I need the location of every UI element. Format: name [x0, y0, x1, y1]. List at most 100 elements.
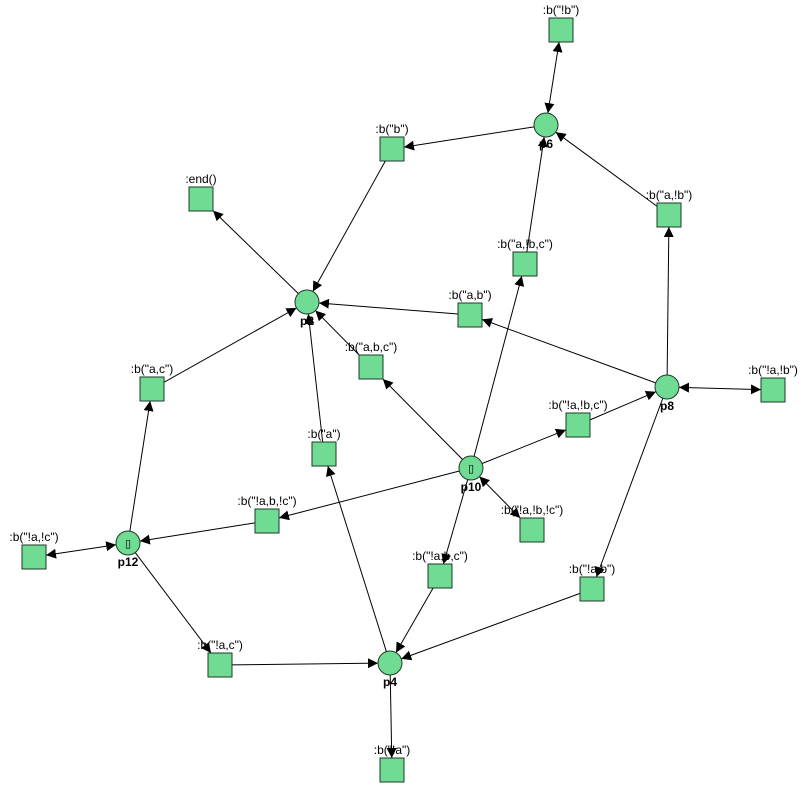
transition-box[interactable]: [512, 251, 538, 277]
transition-t_a_notb[interactable]: :b("a,!b"): [646, 188, 693, 228]
transition-box[interactable]: [565, 412, 591, 438]
place-p8[interactable]: p8: [654, 374, 680, 413]
arc-t_b-p2: [312, 160, 386, 292]
arc-layer: [45, 41, 762, 759]
transition-t_nota_b_c[interactable]: :b("!a,b,c"): [412, 549, 468, 589]
transition-label: :b("!a,b,c"): [412, 549, 468, 563]
transition-t_nota_notb_notc[interactable]: :b("!a,!b,!c"): [501, 503, 564, 543]
arc-t_nota_notb_c-p8: [589, 391, 657, 421]
transition-t_a_b_c[interactable]: :b("a,b,c"): [345, 340, 398, 380]
transition-box[interactable]: [760, 377, 786, 403]
transition-box[interactable]: [457, 302, 483, 328]
arc-t_nota_b_notc-p12: [139, 522, 256, 545]
transition-label: :b("a,c"): [131, 362, 174, 376]
arc-t_a_notb-p6: [555, 131, 658, 207]
place-p10[interactable]: ▯ p10: [458, 455, 484, 494]
transition-box[interactable]: [379, 136, 405, 162]
arc-p12-t_a_c: [129, 400, 154, 532]
arc-p8-t_nota_notb: [678, 382, 762, 395]
place-circle[interactable]: [458, 455, 484, 481]
transition-label: :b("!a,b,!c"): [237, 494, 296, 508]
arc-p6-t_b: [403, 126, 535, 151]
arc-p8-t_nota_b: [595, 398, 664, 578]
place-circle[interactable]: [654, 374, 680, 400]
place-label: p8: [660, 399, 674, 413]
place-circle[interactable]: [294, 289, 320, 315]
transition-box[interactable]: [188, 186, 214, 212]
arc-p10-t_nota_b_c: [441, 479, 469, 565]
transition-label: :b("!b"): [543, 3, 580, 17]
transition-box[interactable]: [427, 563, 453, 589]
arc-p12-t_nota_c: [134, 552, 212, 654]
place-p4[interactable]: p4: [377, 650, 403, 689]
transition-t_nota_c[interactable]: :b("!a,c"): [197, 638, 243, 678]
transition-label: :b("a,b,c"): [345, 340, 398, 354]
transition-t_nota_notb[interactable]: :b("!a,!b"): [748, 363, 798, 403]
node-layer: :b("!b") :b("b") :end() :b("a,!b") :b("a,!b,…: [9, 3, 798, 783]
place-circle[interactable]: [115, 530, 141, 556]
transition-box[interactable]: [358, 354, 384, 380]
arc-t_a_notb_c-p6: [526, 136, 548, 253]
transition-t_a_b[interactable]: :b("a,b"): [448, 288, 492, 328]
transition-label: :b("a,b"): [448, 288, 491, 302]
transition-t_nota[interactable]: :b("!a"): [374, 743, 411, 783]
transition-box[interactable]: [207, 652, 233, 678]
transition-t_nota_notb_c[interactable]: :b("!a,!b,c"): [548, 398, 608, 438]
arc-t_a_b-p2: [318, 298, 459, 315]
transition-t_a_c[interactable]: :b("a,c"): [131, 362, 174, 402]
token-marker: ▯: [125, 537, 131, 550]
transition-t_nota_notc[interactable]: :b("!a,!c"): [9, 530, 59, 570]
place-label: p4: [383, 675, 397, 689]
transition-box[interactable]: [379, 757, 405, 783]
place-p12[interactable]: ▯p12: [115, 530, 141, 569]
transition-label: :b("!a,b"): [569, 562, 616, 576]
transition-box[interactable]: [579, 576, 605, 602]
transition-t_end[interactable]: :end(): [185, 172, 217, 212]
transition-box[interactable]: [21, 544, 47, 570]
transition-t_a_notb_c[interactable]: :b("a,!b,c"): [497, 237, 553, 277]
arc-p6-t_notb: [544, 41, 563, 114]
transition-box[interactable]: [139, 376, 165, 402]
transition-label: :b("!a"): [374, 743, 411, 757]
arc-t_nota_b_c-p4: [395, 587, 434, 653]
transition-t_nota_b[interactable]: :b("!a,b"): [569, 562, 616, 602]
arc-p2-t_end: [212, 210, 299, 294]
arc-t_nota_b-p4: [401, 592, 581, 661]
transition-t_b[interactable]: :b("b"): [375, 122, 409, 162]
token-marker: ▯: [468, 462, 474, 475]
arc-t_a_c-p2: [163, 307, 297, 383]
transition-label: :b("!a,!b,!c"): [501, 503, 564, 517]
transition-label: :b("b"): [375, 122, 408, 136]
place-label: p10: [461, 480, 482, 494]
place-label: p2: [300, 314, 314, 328]
arc-p8-t_a_notb: [663, 226, 674, 376]
place-circle[interactable]: [377, 650, 403, 676]
transition-box[interactable]: [519, 517, 545, 543]
transition-t_notb[interactable]: :b("!b"): [543, 3, 580, 43]
transition-label: :b("!a,!b"): [748, 363, 798, 377]
arc-p4-t_a: [326, 465, 387, 652]
place-p2[interactable]: p2: [294, 289, 320, 328]
transition-label: :b("a,!b,c"): [497, 237, 553, 251]
arc-p8-t_a_b: [481, 318, 656, 384]
transition-box[interactable]: [254, 508, 280, 534]
arc-p10-t_a_notb_c: [473, 275, 525, 457]
arc-p10-t_nota_notb_c: [481, 428, 567, 464]
place-circle[interactable]: [533, 112, 559, 138]
transition-t_a[interactable]: :b("a"): [307, 427, 341, 467]
transition-label: :b("a,!b"): [646, 188, 693, 202]
transition-t_nota_b_notc[interactable]: :b("!a,b,!c"): [237, 494, 297, 534]
arc-p12-t_nota_notc: [45, 541, 117, 559]
transition-box[interactable]: [311, 441, 337, 467]
arc-t_a-p2: [304, 313, 324, 443]
place-label: p6: [539, 137, 553, 151]
transition-label: :b("a"): [307, 427, 340, 441]
arc-p10-t_nota_b_notc: [278, 470, 460, 521]
transition-label: :b("!a,!c"): [9, 530, 58, 544]
arc-t_nota_c-p4: [231, 658, 379, 669]
arc-p10-t_a_b_c: [382, 378, 463, 460]
transition-box[interactable]: [548, 17, 574, 43]
place-p6[interactable]: p6: [533, 112, 559, 151]
transition-box[interactable]: [656, 202, 682, 228]
